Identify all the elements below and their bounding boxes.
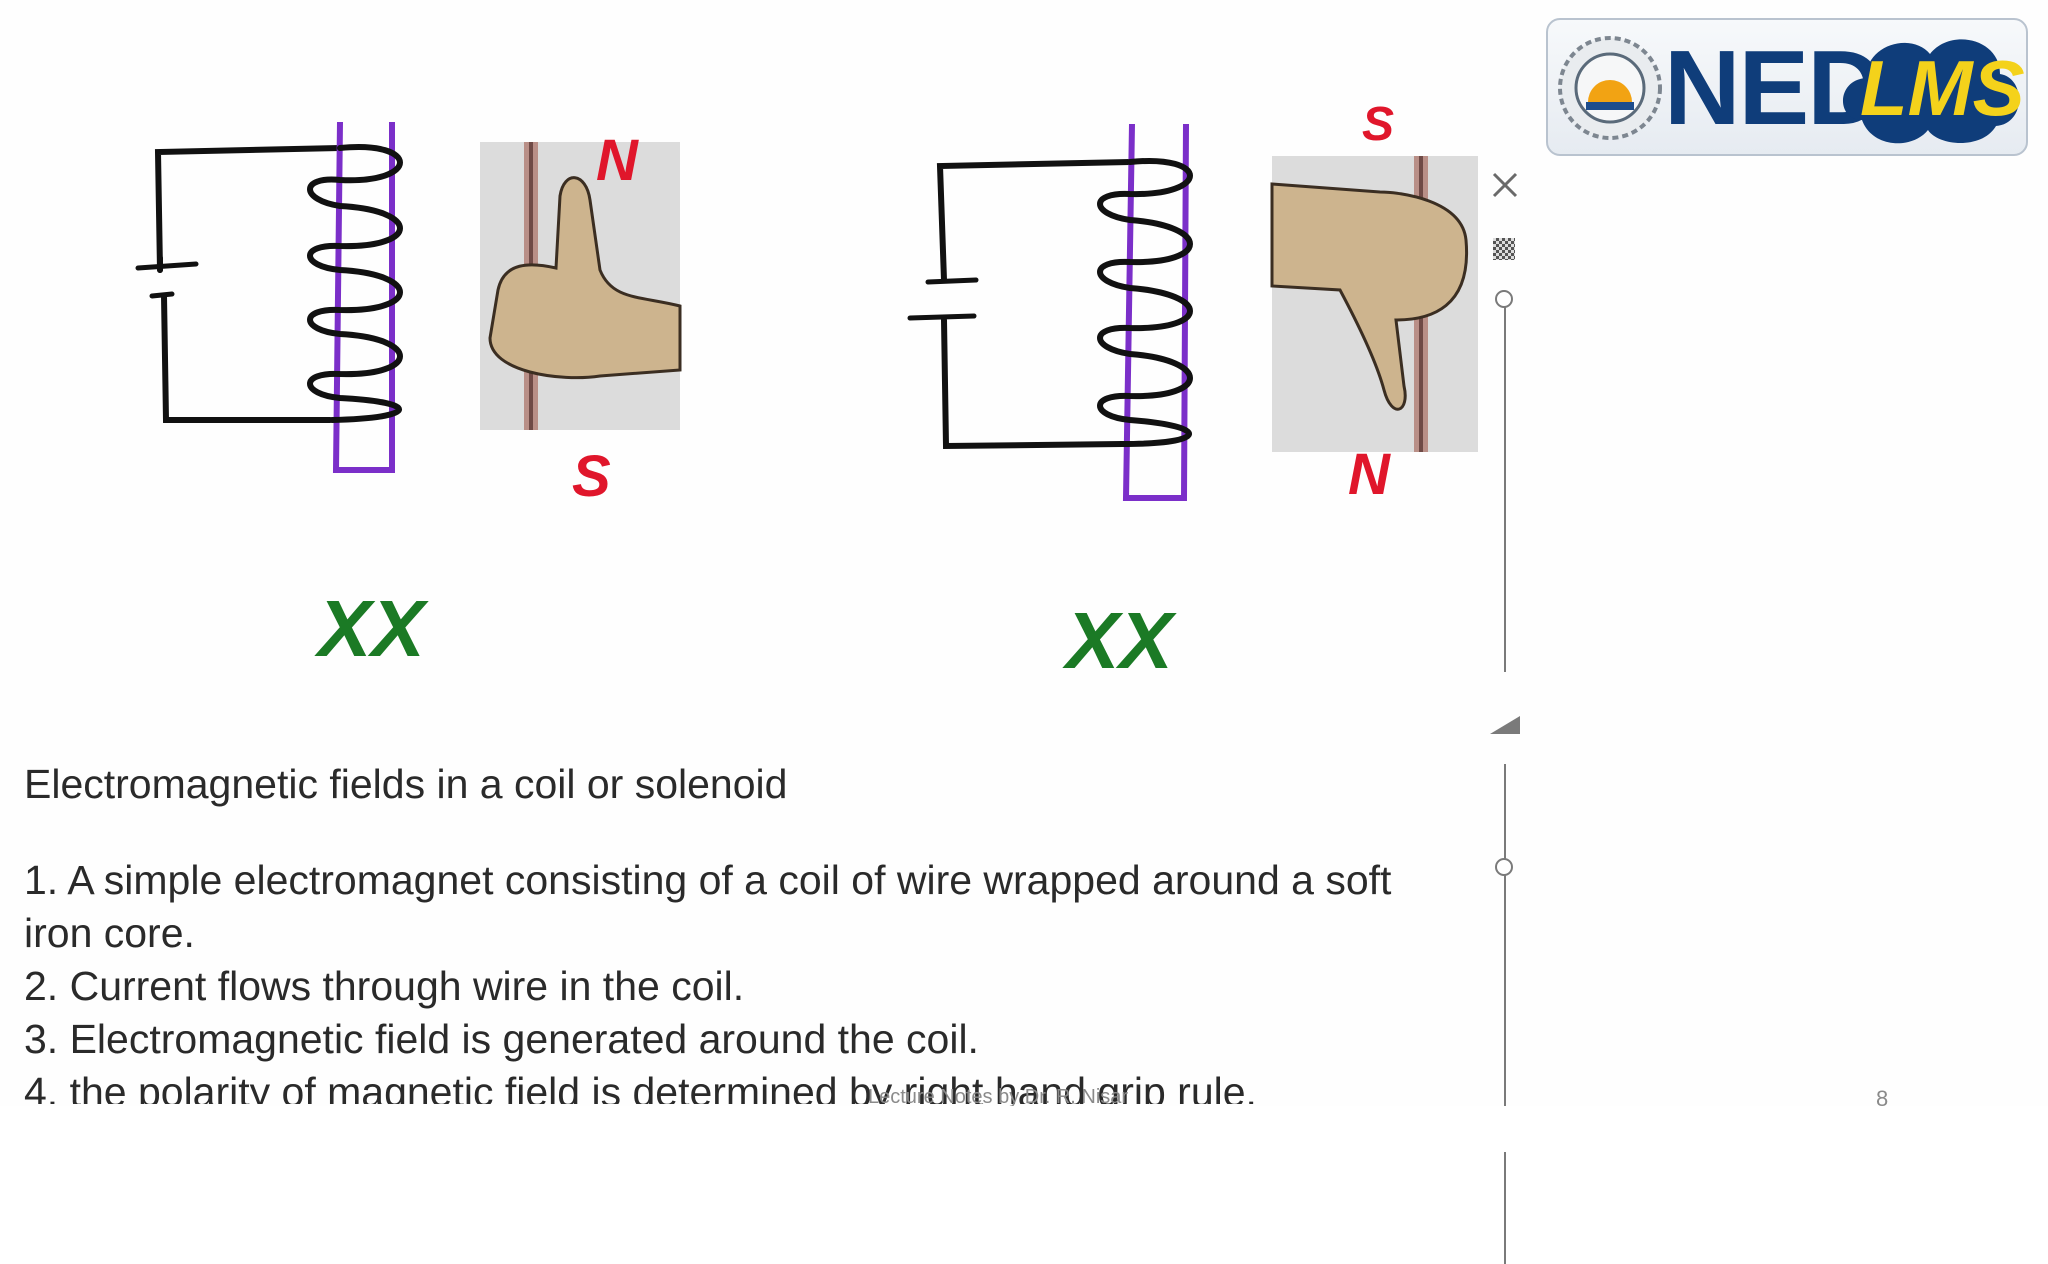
ned-lms-logo: NED LMS <box>1546 18 2028 156</box>
slider-knob-top[interactable] <box>1495 290 1513 308</box>
slider-knob-bottom[interactable] <box>1495 858 1513 876</box>
list-item: 2. Current flows through wire in the coi… <box>24 963 745 1009</box>
grid-icon[interactable] <box>1493 238 1515 260</box>
right-pole-bottom: N <box>1348 442 1391 507</box>
left-core <box>332 121 395 473</box>
right-core <box>1122 123 1189 501</box>
footer-text: Lecture Notes by Dr. R. Nisar <box>868 1086 1129 1108</box>
slider-track-bottom <box>1504 764 1506 1264</box>
right-circuit <box>907 159 1133 450</box>
left-pole-bottom: S <box>572 444 611 509</box>
logo-lms-text: LMS <box>1860 44 2025 132</box>
resize-triangle-icon[interactable] <box>1490 716 1520 734</box>
page-number: 8 <box>1876 1086 1889 1111</box>
left-circuit <box>135 145 343 423</box>
slide-text: Electromagnetic fields in a coil or sole… <box>24 752 1444 1104</box>
university-emblem-icon <box>1558 36 1662 140</box>
logo-cloud-icon <box>1842 39 2020 144</box>
right-mark: XX <box>1062 596 1177 685</box>
solenoid-diagrams: N S XX <box>0 0 1500 720</box>
right-pole-top: S <box>1362 98 1394 151</box>
slide-content: N S XX <box>0 0 1500 1104</box>
side-toolbar <box>1478 160 1534 1264</box>
left-hand <box>488 176 682 380</box>
close-icon[interactable] <box>1490 170 1520 200</box>
list-item: 1. A simple electromagnet consisting of … <box>24 857 1392 956</box>
right-hand <box>1270 182 1469 411</box>
slider-track-top <box>1504 302 1506 672</box>
slide-heading: Electromagnetic fields in a coil or sole… <box>24 761 788 807</box>
diagram-svg: N S XX <box>135 98 1478 685</box>
bottom-band <box>0 1106 2048 1152</box>
list-item: 3. Electromagnetic field is generated ar… <box>24 1016 979 1062</box>
left-mark: XX <box>314 584 429 673</box>
left-coil <box>307 144 403 423</box>
list-item: 4. the polarity of magnetic field is det… <box>24 1069 1257 1104</box>
left-pole-top: N <box>596 128 639 193</box>
bullet-list: 1. A simple electromagnet consisting of … <box>24 854 1444 1104</box>
right-coil <box>1097 158 1193 447</box>
